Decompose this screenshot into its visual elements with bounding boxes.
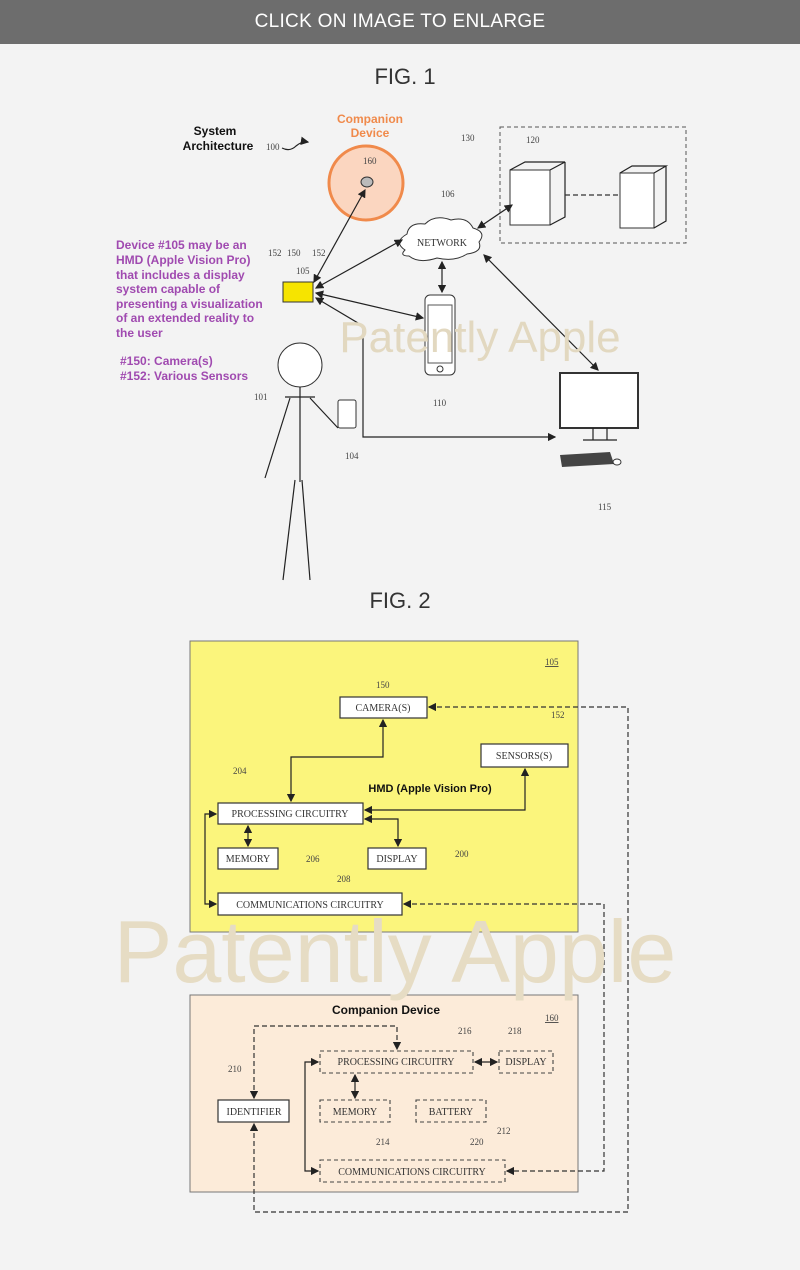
svg-text:105: 105: [545, 657, 559, 667]
svg-text:150: 150: [376, 680, 390, 690]
hmd-block-105: 105 CAMERA(S) 150 SENSORS(S) 152 PROCESS…: [189, 640, 579, 933]
svg-text:COMMUNICATIONS CIRCUITRY: COMMUNICATIONS CIRCUITRY: [338, 1167, 486, 1178]
svg-text:MEMORY: MEMORY: [333, 1107, 377, 1118]
svg-text:120: 120: [526, 135, 540, 145]
fig2-title: FIG. 2: [369, 588, 430, 613]
cross-device-links: [249, 702, 629, 1213]
svg-text:101: 101: [254, 392, 268, 402]
watermark-fig2: Patently Apple: [114, 902, 677, 1001]
svg-text:Companion Device: Companion Device: [332, 1003, 440, 1017]
svg-text:CAMERA(S): CAMERA(S): [355, 703, 410, 714]
svg-text:152: 152: [312, 248, 326, 258]
svg-text:152: 152: [268, 248, 282, 258]
enlarge-image-banner[interactable]: CLICK ON IMAGE TO ENLARGE: [0, 0, 800, 44]
svg-text:204: 204: [233, 766, 247, 776]
svg-text:150: 150: [287, 248, 301, 258]
svg-text:212: 212: [497, 1126, 511, 1136]
svg-text:160: 160: [545, 1013, 559, 1023]
svg-text:of an extended reality to: of an extended reality to: [116, 311, 254, 325]
svg-text:PROCESSING CIRCUITRY: PROCESSING CIRCUITRY: [338, 1057, 455, 1068]
svg-text:Device: Device: [351, 126, 390, 140]
svg-text:DISPLAY: DISPLAY: [376, 854, 417, 865]
companion-device-fig1: Companion Device 160: [327, 112, 405, 222]
svg-text:130: 130: [461, 133, 475, 143]
svg-text:160: 160: [363, 156, 377, 166]
svg-text:208: 208: [337, 874, 351, 884]
svg-text:220: 220: [470, 1137, 484, 1147]
svg-text:the user: the user: [116, 326, 163, 340]
fig1-title: FIG. 1: [374, 64, 435, 89]
svg-text:152: 152: [551, 710, 565, 720]
svg-text:HMD (Apple Vision Pro): HMD (Apple Vision Pro): [116, 253, 250, 267]
user-figure-101: 101 104: [254, 342, 359, 581]
svg-text:Companion: Companion: [337, 112, 403, 126]
svg-text:115: 115: [598, 502, 612, 512]
svg-text:MEMORY: MEMORY: [226, 854, 270, 865]
fig1-connections: [313, 188, 599, 442]
svg-text:that includes a display: that includes a display: [116, 268, 245, 282]
svg-text:Device #105 may be an: Device #105 may be an: [116, 238, 247, 252]
hmd-note: Device #105 may be an HMD (Apple Vision …: [116, 238, 263, 383]
hmd-device-105: 152 150 152 105: [268, 248, 326, 303]
svg-text:presenting a visualization: presenting a visualization: [116, 297, 263, 311]
server-group: 130 120: [461, 126, 687, 244]
companion-block-160: Companion Device 160 PROCESSING CIRCUITR…: [189, 994, 579, 1193]
svg-text:106: 106: [441, 189, 455, 199]
svg-text:NETWORK: NETWORK: [417, 238, 468, 249]
svg-text:105: 105: [296, 266, 310, 276]
svg-text:104: 104: [345, 451, 359, 461]
network-cloud: NETWORK 106: [399, 189, 483, 262]
svg-text:100: 100: [266, 142, 280, 152]
svg-text:SENSORS(S): SENSORS(S): [496, 751, 552, 762]
system-architecture-label: System Architecture 100: [183, 124, 310, 153]
svg-text:DISPLAY: DISPLAY: [505, 1057, 546, 1068]
desktop-computer-115: 115: [559, 372, 639, 512]
svg-text:110: 110: [433, 398, 447, 408]
svg-text:BATTERY: BATTERY: [429, 1107, 473, 1118]
svg-text:200: 200: [455, 849, 469, 859]
svg-text:Architecture: Architecture: [183, 139, 254, 153]
svg-text:#152: Various Sensors: #152: Various Sensors: [120, 369, 248, 383]
svg-text:System: System: [194, 124, 237, 138]
banner-label: CLICK ON IMAGE TO ENLARGE: [254, 11, 546, 32]
svg-text:system capable of: system capable of: [116, 282, 221, 296]
svg-text:218: 218: [508, 1026, 522, 1036]
svg-text:IDENTIFIER: IDENTIFIER: [227, 1107, 282, 1118]
svg-text:214: 214: [376, 1137, 390, 1147]
svg-text:#150: Camera(s): #150: Camera(s): [120, 354, 213, 368]
svg-text:210: 210: [228, 1064, 242, 1074]
hmd-label: HMD (Apple Vision Pro): [368, 783, 492, 795]
svg-text:206: 206: [306, 854, 320, 864]
watermark-fig1: Patently Apple: [339, 313, 620, 362]
svg-text:PROCESSING CIRCUITRY: PROCESSING CIRCUITRY: [232, 809, 349, 820]
svg-text:216: 216: [458, 1026, 472, 1036]
